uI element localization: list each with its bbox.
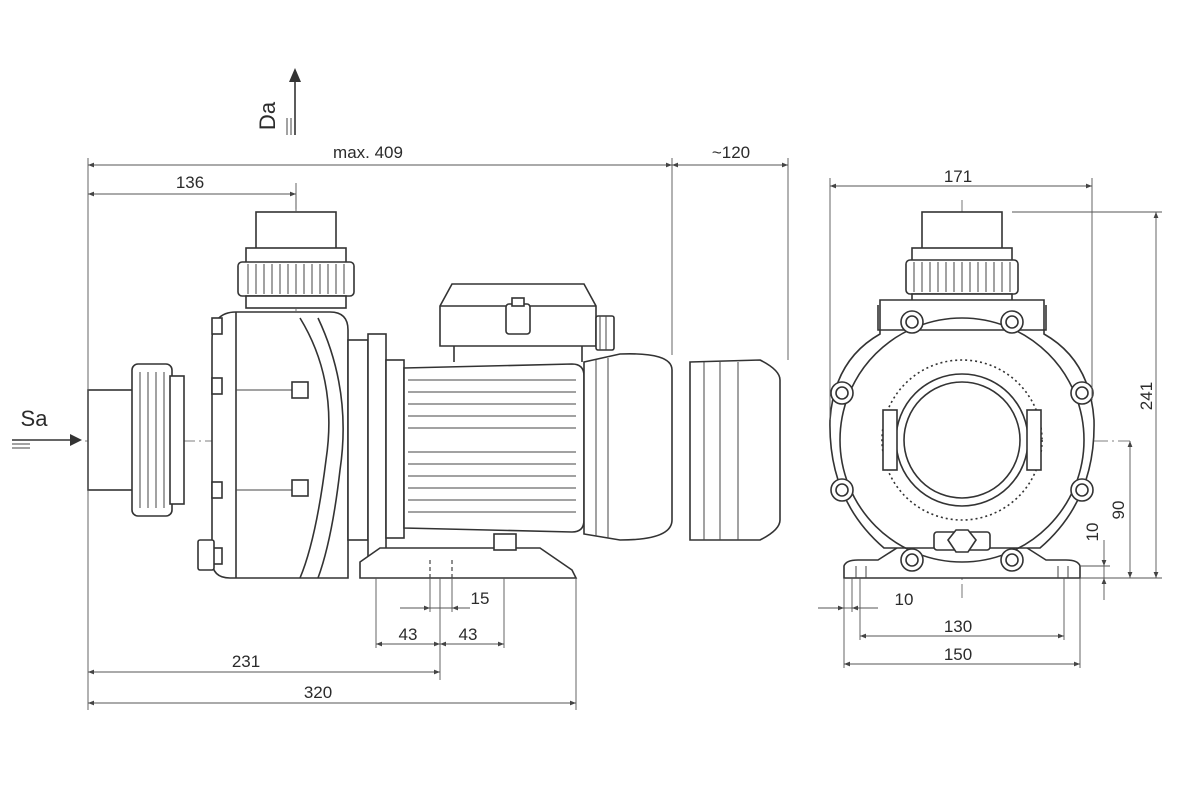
motor-body xyxy=(403,353,673,541)
front-extension-lines xyxy=(829,178,1162,668)
front-inlet-opening xyxy=(881,359,1043,521)
dim-axis-height: 90 xyxy=(1109,501,1128,520)
dim-foot-hole: 10 xyxy=(895,590,914,609)
side-view: max. 409 ~120 136 15 43 43 231 320 Sa Da xyxy=(12,68,789,710)
front-dimension-lines xyxy=(818,183,1159,667)
base-foot xyxy=(359,533,578,579)
motor-flange xyxy=(347,333,405,567)
front-view: 171 241 90 10 10 130 150 xyxy=(818,167,1162,668)
dim-front-height: 241 xyxy=(1137,382,1156,410)
dim-foot-span-inner: 130 xyxy=(944,617,972,636)
pump-housing xyxy=(197,311,349,579)
front-housing xyxy=(829,299,1095,563)
dim-foot-span-outer: 150 xyxy=(944,645,972,664)
front-bolts xyxy=(830,310,1094,572)
dim-foot-half-left: 43 xyxy=(399,625,418,644)
dim-foot-height: 10 xyxy=(1083,523,1102,542)
dim-to-foot-center: 231 xyxy=(232,652,260,671)
dim-motor-clearance: ~120 xyxy=(712,143,750,162)
front-discharge-union xyxy=(905,211,1019,309)
discharge-outlet-union xyxy=(237,211,355,309)
suction-inlet-union xyxy=(87,363,185,517)
discharge-label: Da xyxy=(255,101,280,130)
dim-foot-half-right: 43 xyxy=(459,625,478,644)
discharge-arrow xyxy=(286,68,301,135)
suction-arrow xyxy=(12,434,82,449)
dim-base-length: 320 xyxy=(304,683,332,702)
side-dimension-lines xyxy=(88,162,788,706)
suction-label: Sa xyxy=(21,406,49,431)
dim-hole-spacing: 15 xyxy=(471,589,490,608)
dim-overall-length: max. 409 xyxy=(333,143,403,162)
motor-clearance-outline xyxy=(689,359,781,541)
terminal-box xyxy=(439,283,615,362)
side-extension-lines xyxy=(87,158,789,710)
dim-inlet-to-outlet: 136 xyxy=(176,173,204,192)
dim-front-width: 171 xyxy=(944,167,972,186)
